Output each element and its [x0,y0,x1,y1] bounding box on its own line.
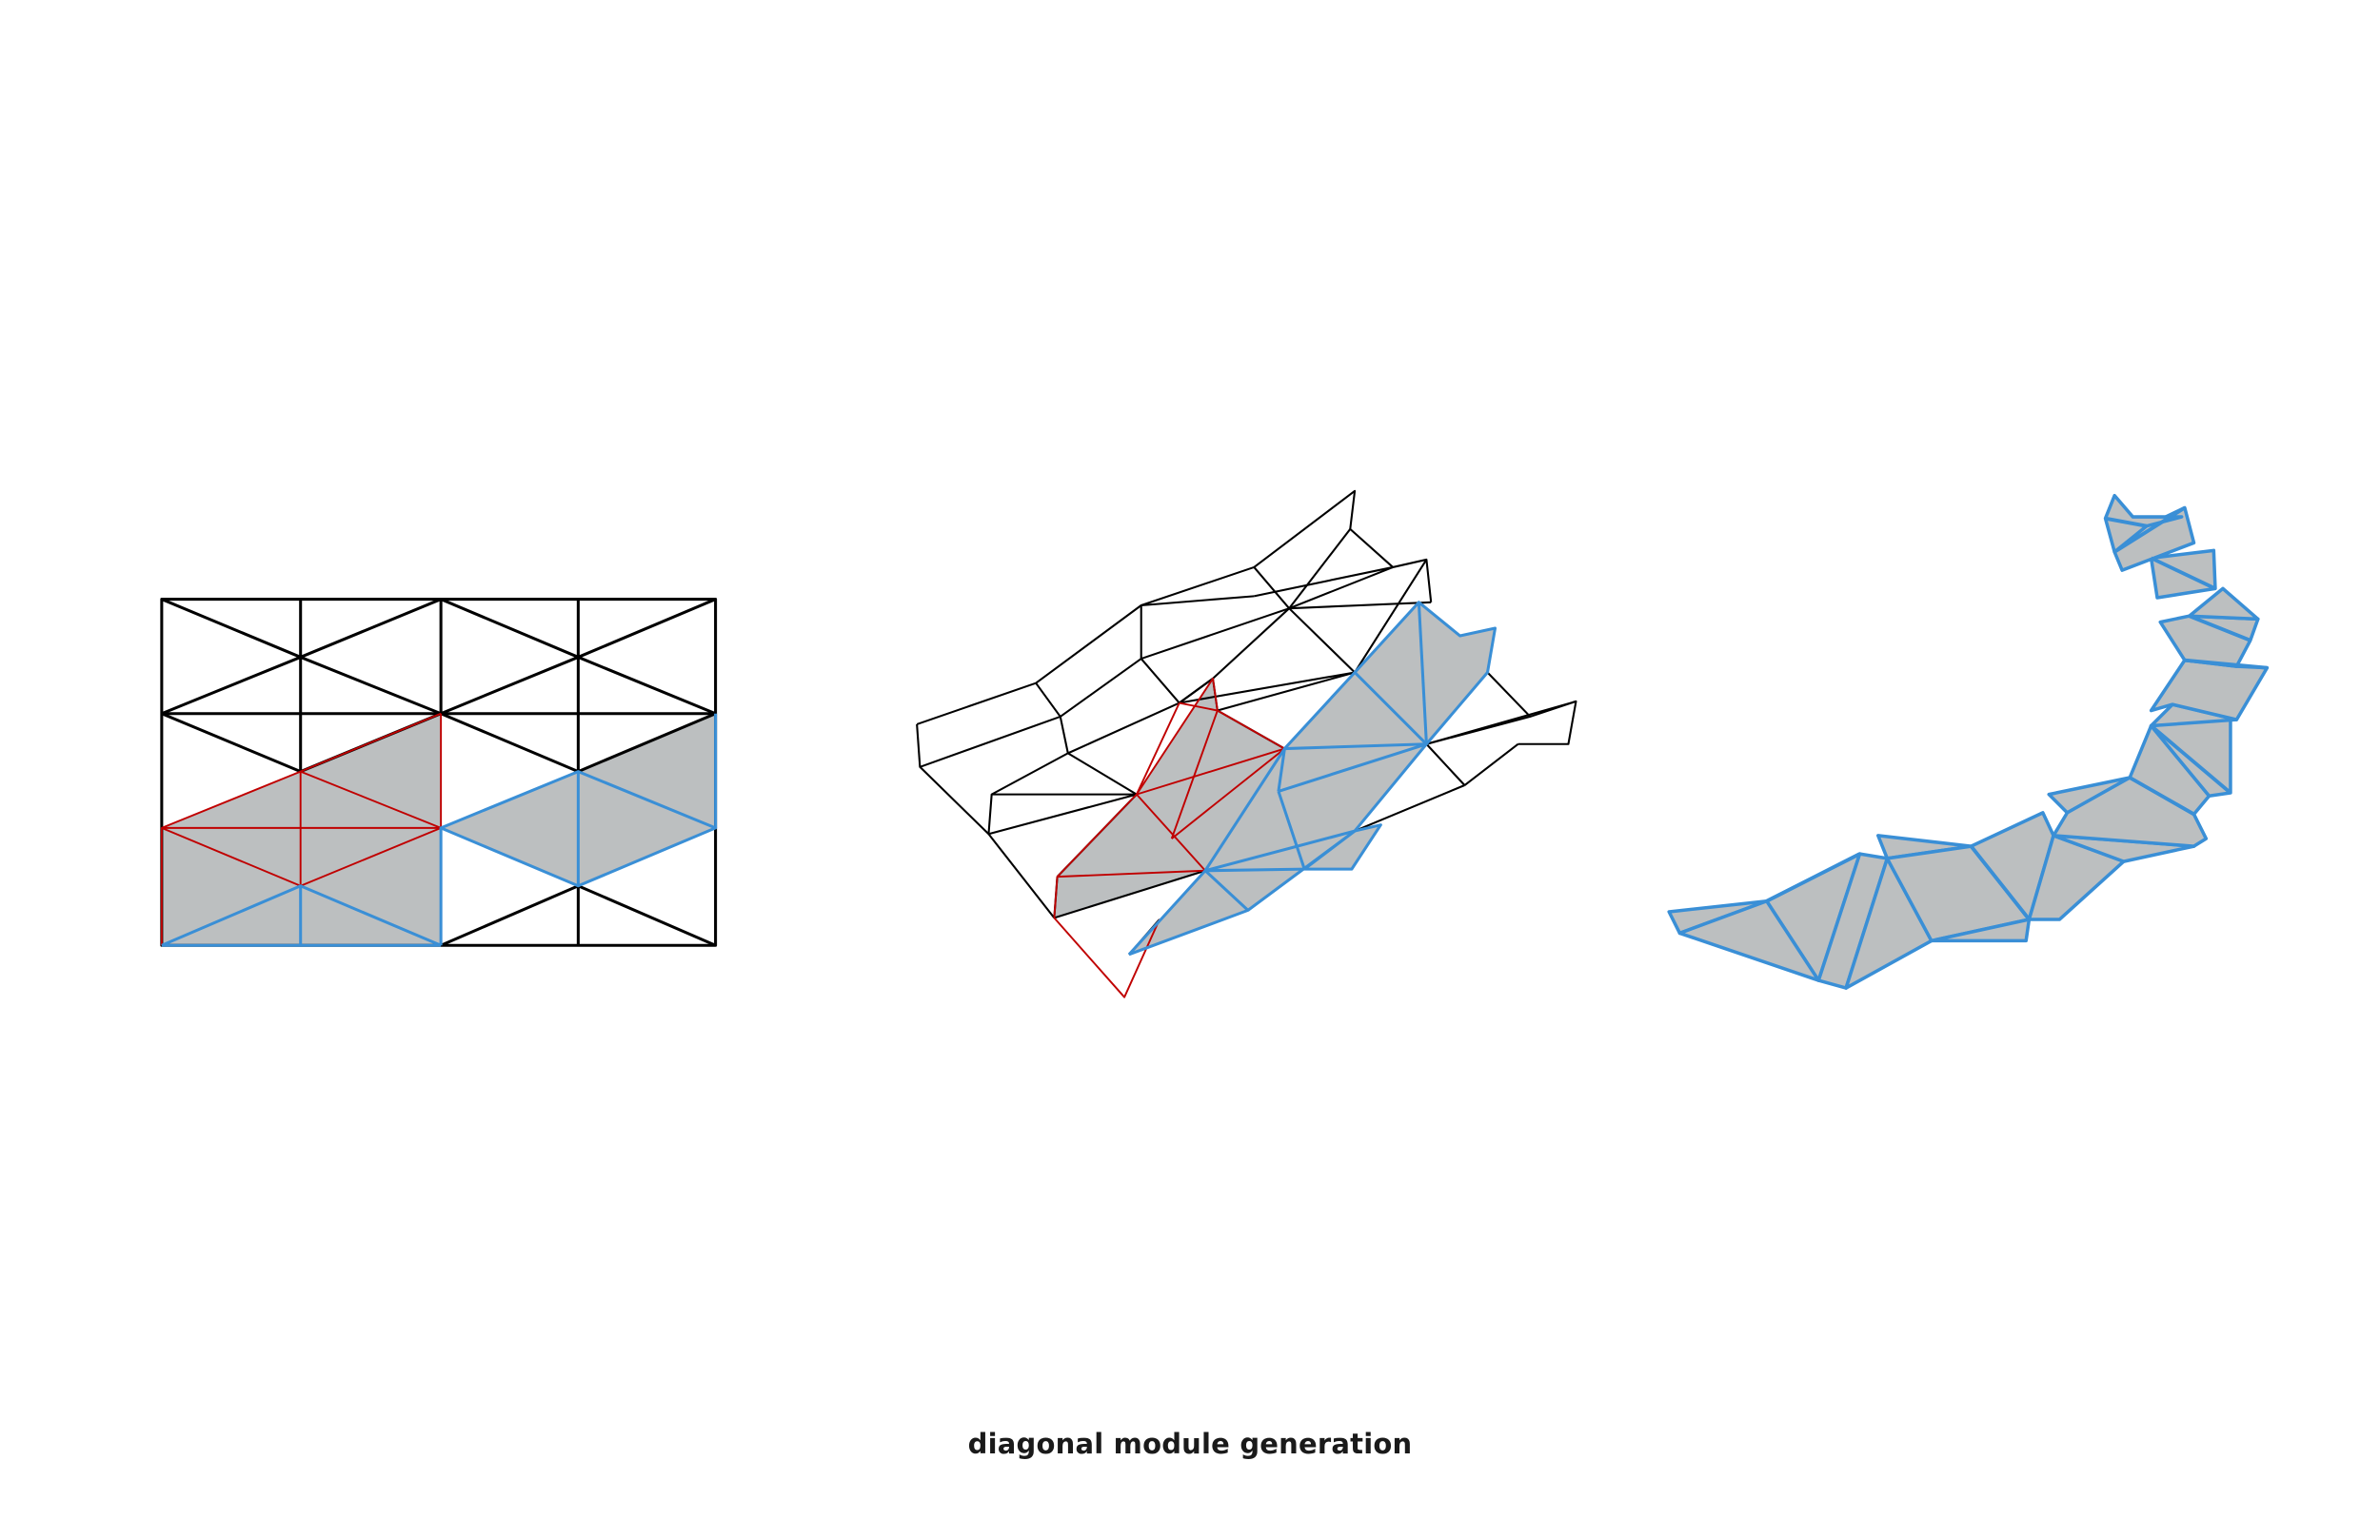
folded-blue-modules [1127,601,1497,957]
folded-surface-panel [916,489,1577,998]
chain-inner-edges [1765,505,2268,921]
curved-chain-panel [1667,493,2270,990]
flat-grid-panel [160,598,718,947]
blue-module-outline [161,713,718,947]
diagram-caption: diagonal module generation [967,1428,1413,1460]
folded-fill-region [1054,602,1496,955]
